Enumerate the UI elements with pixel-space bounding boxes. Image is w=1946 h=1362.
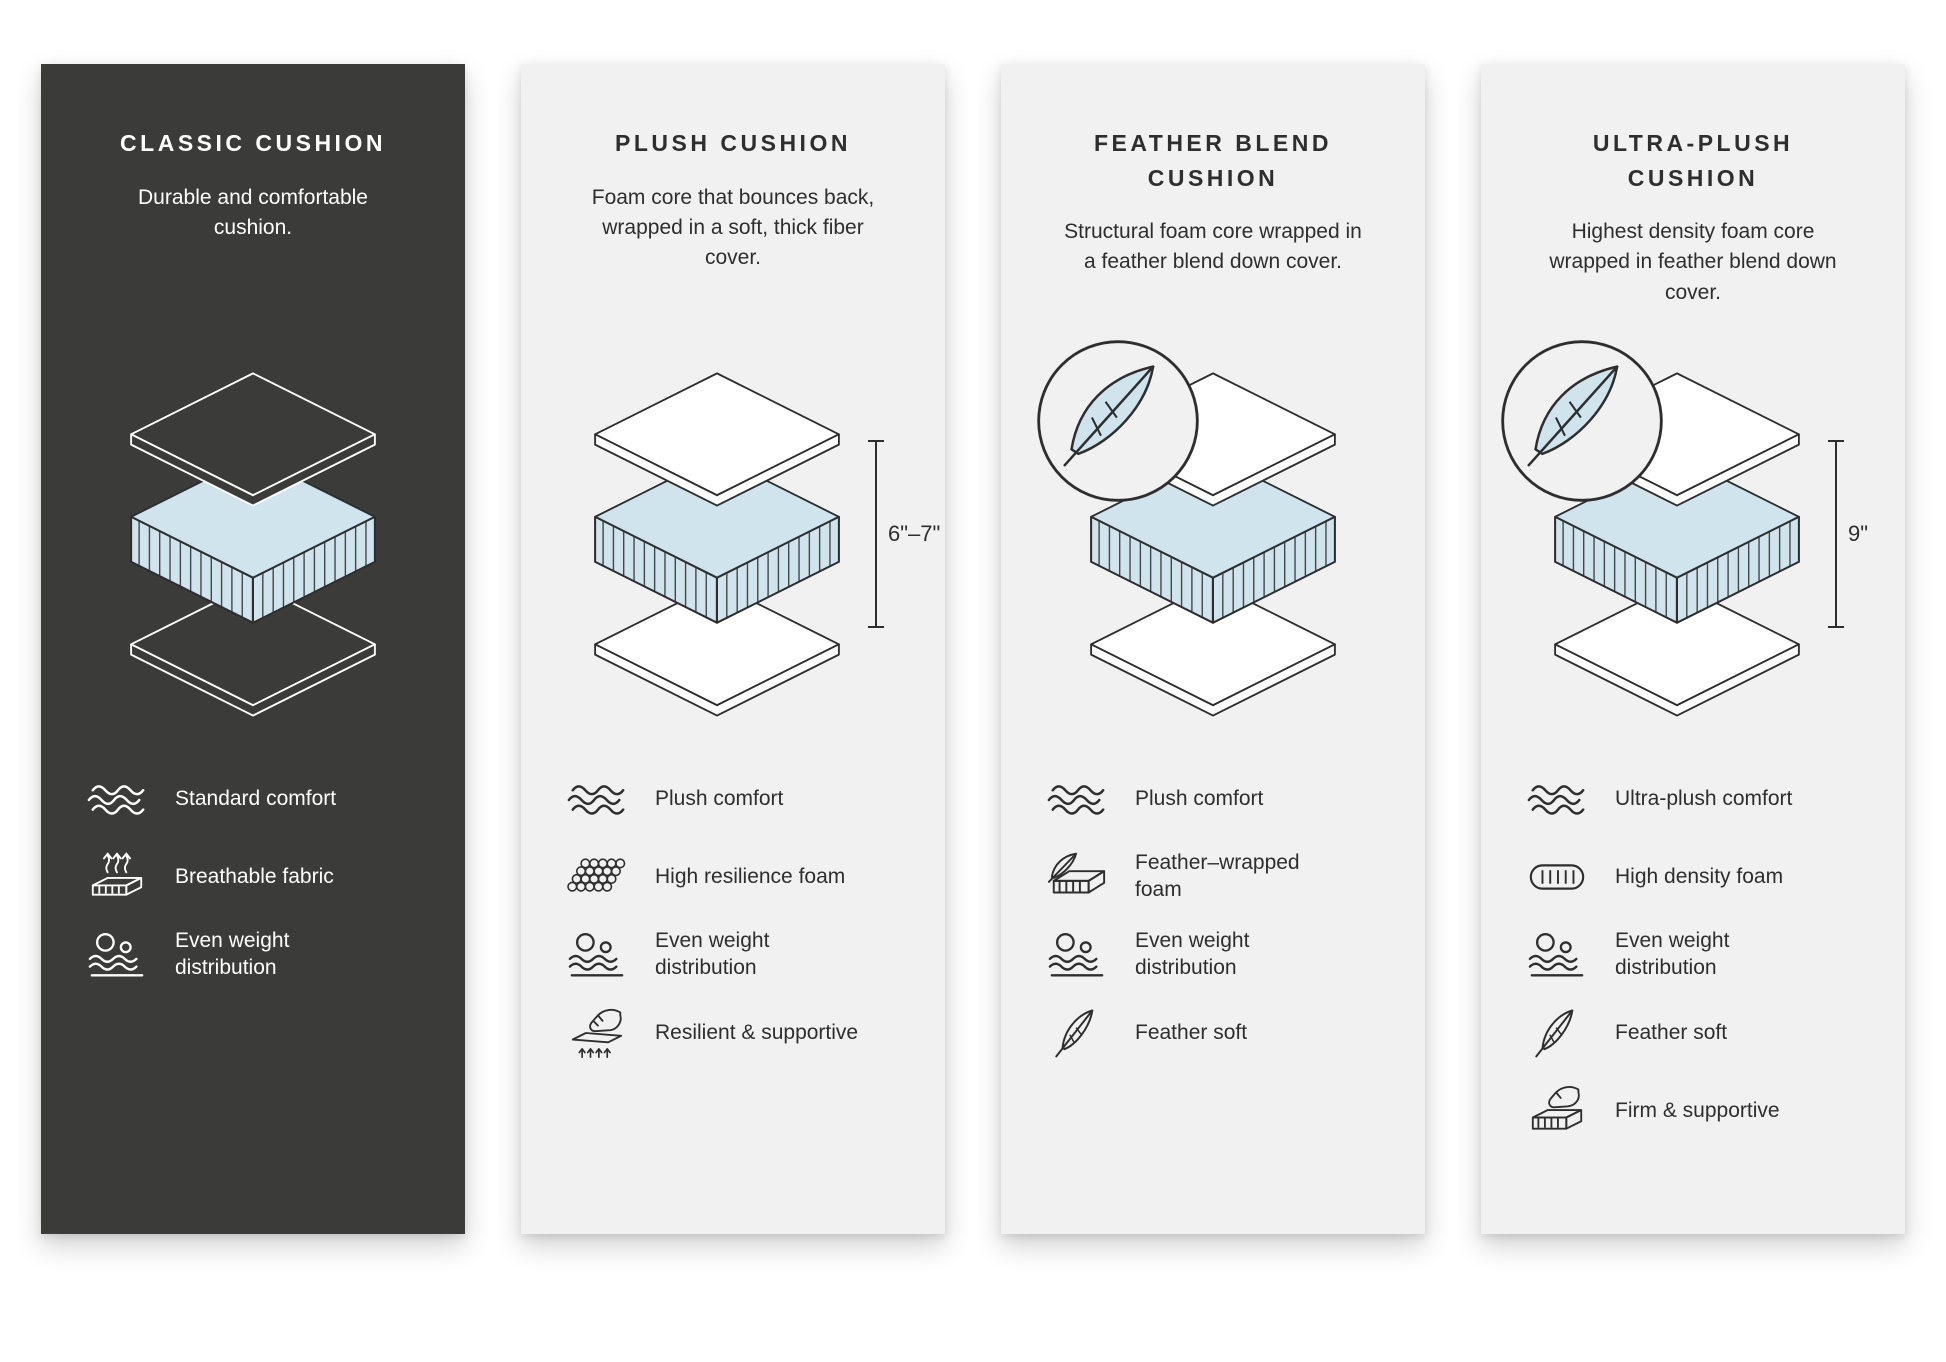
high-density-foam-icon bbox=[1521, 850, 1593, 904]
feature-row: Ultra-plush comfort bbox=[1521, 768, 1865, 830]
waves-icon bbox=[81, 772, 153, 826]
panel-title: ULTRA-PLUSH CUSHION bbox=[1592, 130, 1794, 191]
feature-label: Even weight distribution bbox=[1135, 929, 1250, 979]
feature-label: Standard comfort bbox=[175, 786, 337, 810]
height-measure: 9" bbox=[1828, 440, 1869, 628]
panel-description: Durable and comfortable cushion. bbox=[138, 185, 368, 239]
panel-header: CLASSIC CUSHION Durable and comfortable … bbox=[81, 126, 425, 334]
panel-ultra-plush-cushion: ULTRA-PLUSH CUSHION Highest density foam… bbox=[1481, 64, 1905, 1234]
feature-row: Plush comfort bbox=[1041, 768, 1385, 830]
measure-bracket bbox=[1828, 440, 1844, 628]
resilient-hand-icon bbox=[561, 1006, 633, 1060]
feature-row: Even weight distribution bbox=[1041, 924, 1385, 986]
even-weight-icon bbox=[1041, 928, 1113, 982]
panel-header: PLUSH CUSHION Foam core that bounces bac… bbox=[561, 126, 905, 334]
feature-row: Standard comfort bbox=[81, 768, 425, 830]
feature-row: Firm & supportive bbox=[1521, 1080, 1865, 1142]
feature-list: Plush comfort High resilience foam Even … bbox=[561, 768, 905, 1064]
feature-row: Plush comfort bbox=[561, 768, 905, 830]
feature-label: Firm & supportive bbox=[1615, 1098, 1780, 1122]
feature-label: Ultra-plush comfort bbox=[1615, 786, 1793, 810]
feature-row: Even weight distribution bbox=[81, 924, 425, 986]
panel-title: PLUSH CUSHION bbox=[615, 130, 851, 156]
feature-label: Breathable fabric bbox=[175, 864, 334, 888]
feature-label: Even weight distribution bbox=[655, 929, 770, 979]
feature-row: Feather–wrapped foam bbox=[1041, 846, 1385, 908]
panel-header: FEATHER BLEND CUSHION Structural foam co… bbox=[1041, 126, 1385, 334]
feather-wrapped-foam-icon bbox=[1041, 850, 1113, 904]
panel-title: CLASSIC CUSHION bbox=[120, 130, 386, 156]
measure-label: 9" bbox=[1848, 521, 1869, 546]
cushion-layers-illustration bbox=[103, 360, 403, 728]
feature-list: Ultra-plush comfort High density foam Ev… bbox=[1521, 768, 1865, 1142]
even-weight-icon bbox=[1521, 928, 1593, 982]
even-weight-icon bbox=[561, 928, 633, 982]
feature-label: Feather soft bbox=[1615, 1020, 1728, 1044]
feature-row: High density foam bbox=[1521, 846, 1865, 908]
feature-label: Feather soft bbox=[1135, 1020, 1248, 1044]
feature-row: High resilience foam bbox=[561, 846, 905, 908]
panel-classic-cushion: CLASSIC CUSHION Durable and comfortable … bbox=[41, 64, 465, 1234]
breathable-fabric-icon bbox=[81, 850, 153, 904]
feature-list: Plush comfort Feather–wrapped foam Even … bbox=[1041, 768, 1385, 1064]
feature-row: Breathable fabric bbox=[81, 846, 425, 908]
feature-label: Even weight distribution bbox=[1615, 929, 1730, 979]
measure-label: 6"–7" bbox=[888, 521, 941, 546]
feather-badge-icon bbox=[1497, 336, 1667, 506]
feather-icon bbox=[1521, 1006, 1593, 1060]
even-weight-icon bbox=[81, 928, 153, 982]
waves-icon bbox=[1521, 772, 1593, 826]
cushion-diagram-zone: 6"–7" bbox=[561, 334, 940, 754]
cushion-diagram-zone bbox=[1041, 334, 1385, 754]
waves-icon bbox=[561, 772, 633, 826]
panel-description: Highest density foam core wrapped in fea… bbox=[1549, 220, 1837, 304]
feather-icon bbox=[1041, 1006, 1113, 1060]
feature-row: Even weight distribution bbox=[1521, 924, 1865, 986]
cushion-diagram-zone: 9" bbox=[1521, 334, 1868, 754]
firm-supportive-icon bbox=[1521, 1084, 1593, 1138]
feature-list: Standard comfort Breathable fabric Even … bbox=[81, 768, 425, 986]
feature-label: Feather–wrapped foam bbox=[1135, 851, 1300, 901]
feature-label: Resilient & supportive bbox=[655, 1020, 859, 1044]
feature-label: Even weight distribution bbox=[175, 929, 290, 979]
feature-label: High density foam bbox=[1615, 864, 1784, 888]
panel-title: FEATHER BLEND CUSHION bbox=[1093, 130, 1332, 191]
comparison-board: CLASSIC CUSHION Durable and comfortable … bbox=[41, 64, 1905, 1234]
waves-icon bbox=[1041, 772, 1113, 826]
cushion-diagram-zone bbox=[81, 334, 425, 754]
panel-description: Foam core that bounces back, wrapped in … bbox=[591, 185, 875, 270]
feature-row: Even weight distribution bbox=[561, 924, 905, 986]
feature-label: High resilience foam bbox=[655, 864, 846, 888]
measure-bracket bbox=[868, 440, 884, 628]
feature-label: Plush comfort bbox=[1135, 786, 1264, 810]
panel-plush-cushion: PLUSH CUSHION Foam core that bounces bac… bbox=[521, 64, 945, 1234]
feather-badge-icon bbox=[1033, 336, 1203, 506]
cushion-diagram: 9" bbox=[1527, 360, 1868, 728]
panel-description: Structural foam core wrapped in a feathe… bbox=[1064, 220, 1362, 274]
cushion-diagram bbox=[103, 360, 403, 728]
feature-row: Feather soft bbox=[1521, 1002, 1865, 1064]
feature-row: Resilient & supportive bbox=[561, 1002, 905, 1064]
cushion-diagram: 6"–7" bbox=[567, 360, 940, 728]
feature-label: Plush comfort bbox=[655, 786, 784, 810]
height-measure: 6"–7" bbox=[868, 440, 941, 628]
high-resilience-foam-icon bbox=[561, 850, 633, 904]
feature-row: Feather soft bbox=[1041, 1002, 1385, 1064]
panel-feather-blend-cushion: FEATHER BLEND CUSHION Structural foam co… bbox=[1001, 64, 1425, 1234]
cushion-diagram bbox=[1063, 360, 1363, 728]
cushion-layers-illustration bbox=[567, 360, 867, 728]
panel-header: ULTRA-PLUSH CUSHION Highest density foam… bbox=[1521, 126, 1865, 334]
